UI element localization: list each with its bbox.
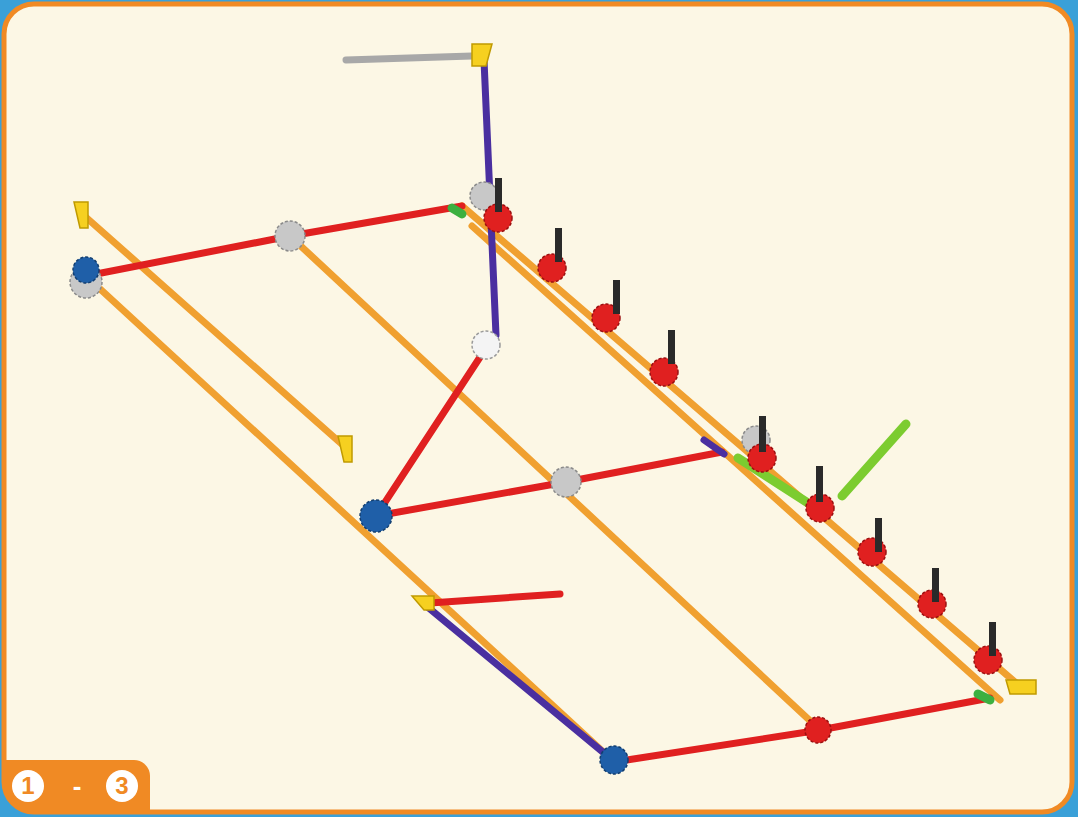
grey-rod: [346, 56, 472, 60]
black-post: [759, 416, 766, 452]
red-connector: [974, 646, 1002, 674]
green-clip: [978, 694, 990, 700]
red-rod: [290, 206, 462, 236]
orange-rod: [290, 236, 820, 730]
step-number: 3: [106, 770, 138, 802]
red-rod: [566, 452, 722, 482]
black-post: [668, 330, 675, 364]
step-number-text: 3: [115, 774, 128, 798]
orange-rod: [462, 206, 1022, 688]
green-clip: [452, 208, 462, 214]
grey-connector: [275, 221, 305, 251]
red-rod: [614, 730, 820, 762]
step-number: 1: [12, 770, 44, 802]
step-separator: -: [73, 773, 82, 799]
purple-rod: [424, 604, 610, 758]
black-post: [495, 178, 502, 212]
yellow-connector: [74, 202, 88, 228]
blue-connector: [600, 746, 628, 774]
black-post: [875, 518, 882, 552]
green-rod: [842, 424, 906, 496]
step-number-text: 1: [21, 774, 34, 798]
yellow-connector: [472, 44, 492, 66]
black-post: [555, 228, 562, 262]
black-post: [613, 280, 620, 314]
red-connector: [805, 717, 831, 743]
black-post: [932, 568, 939, 602]
yellow-connector: [1006, 680, 1036, 694]
black-post: [816, 466, 823, 502]
grey-connector: [551, 467, 581, 497]
step-badge: - 1 3: [4, 760, 150, 812]
yellow-connector: [412, 596, 434, 610]
yellow-connector: [338, 436, 352, 462]
red-rod: [376, 482, 566, 516]
black-post: [989, 622, 996, 656]
orange-rod: [86, 276, 612, 760]
purple-rod: [704, 440, 724, 454]
red-rod: [430, 594, 560, 603]
orange-rod: [472, 226, 1000, 700]
blue-connector: [360, 500, 392, 532]
white-connector: [472, 331, 500, 359]
red-rod: [86, 236, 290, 276]
page-panel: [4, 4, 1072, 812]
red-rod: [820, 698, 990, 730]
red-rod: [376, 348, 486, 516]
blue-connector: [73, 257, 99, 283]
